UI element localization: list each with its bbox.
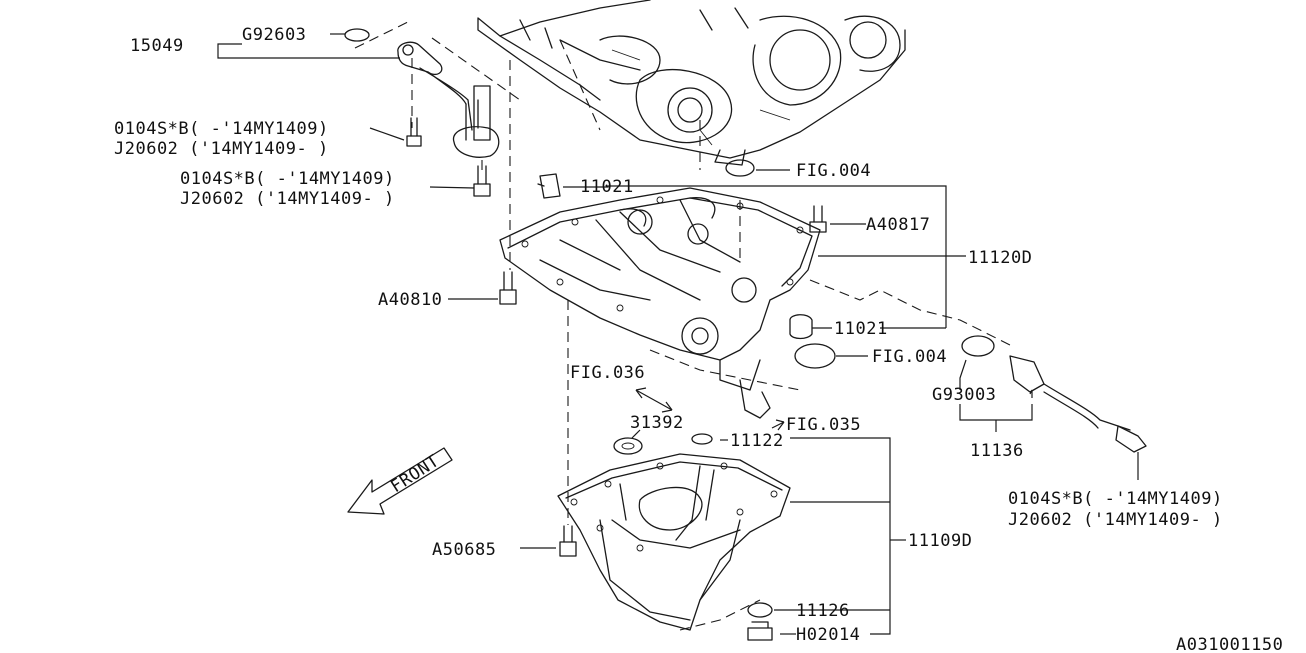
label-h02014: H02014 — [796, 625, 860, 645]
label-31392: 31392 — [630, 413, 684, 433]
label-a50685: A50685 — [432, 540, 496, 560]
label-11109d: 11109D — [908, 531, 972, 551]
bolt-icon — [406, 117, 422, 147]
label-fig004-mid: FIG.004 — [872, 347, 947, 367]
bolt-icon — [473, 165, 491, 197]
o-ring-icon — [794, 343, 836, 369]
label-fig036: FIG.036 — [570, 363, 645, 383]
label-fig004-top: FIG.004 — [796, 161, 871, 181]
label-fig035: FIG.035 — [786, 415, 861, 435]
plug-icon — [789, 314, 813, 340]
label-bolt-a-line2: J20602 ('14MY1409- ) — [114, 139, 329, 159]
oil-pan-upper-art — [499, 187, 821, 419]
washer-icon — [747, 602, 773, 618]
label-a40817: A40817 — [866, 215, 930, 235]
label-g92603: G92603 — [242, 25, 306, 45]
bolt-icon — [809, 205, 827, 233]
front-arrow-icon — [347, 447, 453, 515]
plug-icon — [537, 173, 561, 199]
drain-plug-icon — [747, 621, 773, 641]
label-bolt-c-line2: J20602 ('14MY1409- ) — [1008, 510, 1223, 530]
label-11122: 11122 — [730, 431, 784, 451]
label-15049: 15049 — [130, 36, 184, 56]
gasket-icon — [613, 437, 643, 455]
front-label: FRONT — [387, 451, 443, 497]
o-ring-icon — [691, 433, 713, 445]
label-11021-mid: 11021 — [834, 319, 888, 339]
label-a40810: A40810 — [378, 290, 442, 310]
label-bolt-b-line2: J20602 ('14MY1409- ) — [180, 189, 395, 209]
label-11021-top: 11021 — [580, 177, 634, 197]
label-bolt-b-line1: 0104S*B( -'14MY1409) — [180, 169, 395, 189]
label-11126: 11126 — [796, 601, 850, 621]
label-bolt-a-line1: 0104S*B( -'14MY1409) — [114, 119, 329, 139]
label-11120d: 11120D — [968, 248, 1032, 268]
label-11136: 11136 — [970, 441, 1024, 461]
label-g93003: G93003 — [932, 385, 996, 405]
oil-strainer-art — [397, 41, 500, 158]
o-ring-icon — [344, 28, 370, 42]
o-ring-icon — [725, 159, 755, 177]
oil-level-sensor-art — [961, 335, 1147, 453]
engine-block-art — [477, 0, 906, 166]
oil-pan-lower-art — [557, 453, 791, 631]
diagram-id: A031001150 — [1176, 635, 1283, 653]
label-bolt-c-line1: 0104S*B( -'14MY1409) — [1008, 489, 1223, 509]
bolt-icon — [559, 525, 577, 557]
bolt-icon — [499, 271, 517, 305]
